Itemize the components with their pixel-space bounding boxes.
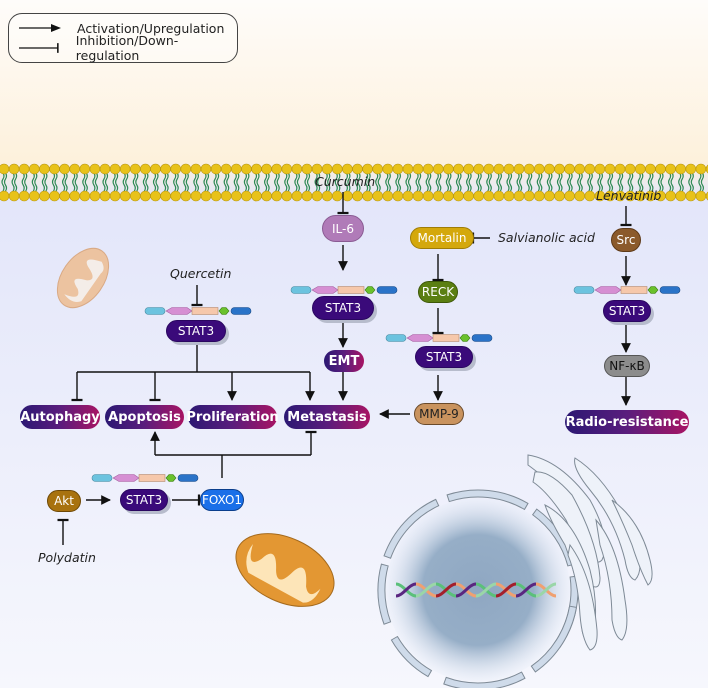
node-akt: Akt — [47, 490, 81, 512]
nucleus — [377, 489, 579, 688]
drug-curcumin: Curcumin — [315, 174, 376, 189]
legend: Activation/Upregulation Inhibition/Down-… — [8, 13, 238, 63]
outcome-proliferation: Proliferation — [186, 405, 279, 429]
stat3-domain-strips — [91, 286, 681, 482]
legend-inhibition-label: Inhibition/Down-regulation — [75, 33, 179, 63]
mitochondrion-large — [235, 533, 335, 607]
stat3-domain-strip — [385, 334, 493, 342]
pathway-edges — [57, 192, 632, 545]
node-reck: RECK — [418, 281, 458, 303]
node-stat3-akt: STAT3 — [120, 489, 168, 511]
node-src: Src — [611, 228, 641, 252]
endoplasmic-reticulum — [527, 454, 653, 651]
stat3-domain-strip — [144, 307, 252, 315]
legend-activation: Activation/Upregulation — [9, 19, 224, 37]
outcome-radio-resistance: Radio-resistance — [565, 410, 689, 434]
outcome-metastasis: Metastasis — [284, 405, 370, 429]
outcome-autophagy: Autophagy — [20, 405, 100, 429]
node-stat3-quercetin: STAT3 — [166, 320, 226, 342]
node-emt: EMT — [324, 350, 364, 372]
node-stat3-curcumin: STAT3 — [312, 296, 374, 320]
drug-salvianolic-acid: Salvianolic acid — [498, 230, 595, 245]
node-mortalin: Mortalin — [410, 227, 474, 249]
node-foxo1: FOXO1 — [200, 489, 244, 511]
node-stat3-mortalin: STAT3 — [415, 346, 473, 368]
activation-arrow-icon — [19, 24, 61, 32]
drug-quercetin: Quercetin — [170, 266, 232, 281]
stat3-domain-strip — [91, 474, 199, 482]
cell-membrane — [0, 163, 708, 202]
drug-lenvatinib: Lenvatinib — [596, 188, 662, 203]
stat3-domain-strip — [573, 286, 681, 294]
dna-helix — [395, 582, 557, 598]
outcome-apoptosis: Apoptosis — [105, 405, 184, 429]
stat3-domain-strip — [290, 286, 398, 294]
legend-inhibition: Inhibition/Down-regulation — [9, 33, 237, 63]
node-nfkb: NF-κB — [604, 355, 650, 377]
node-il6: IL-6 — [322, 215, 364, 242]
node-stat3-lenvatinib: STAT3 — [603, 300, 651, 322]
drug-polydatin: Polydatin — [38, 550, 96, 565]
node-mmp9: MMP-9 — [414, 403, 464, 425]
mitochondrion-small — [56, 247, 110, 309]
inhibition-bar-icon — [19, 43, 59, 53]
legend-activation-label: Activation/Upregulation — [77, 20, 225, 36]
